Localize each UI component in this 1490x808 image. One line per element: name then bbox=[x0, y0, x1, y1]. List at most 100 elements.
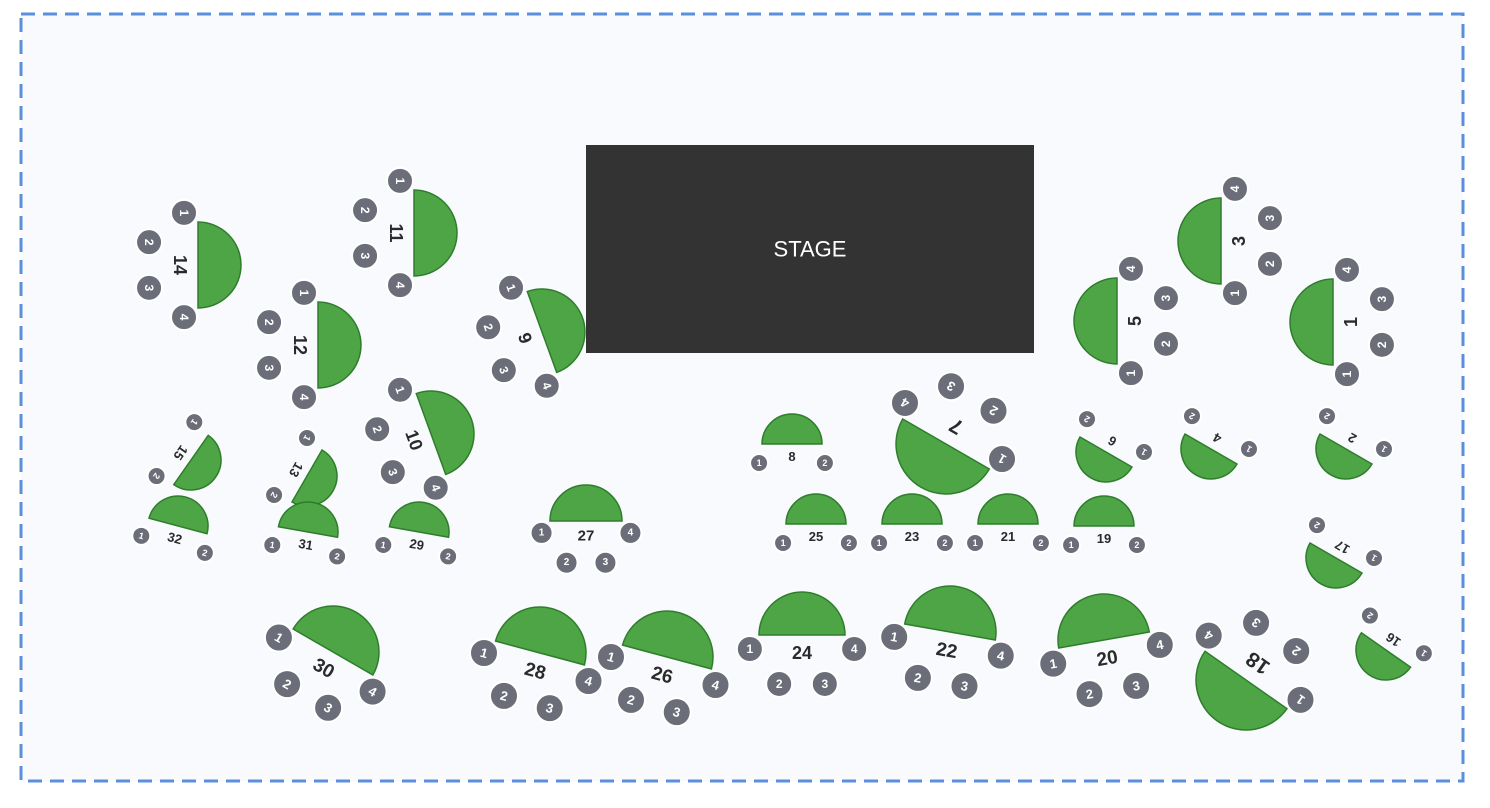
seat[interactable]: 1 bbox=[1332, 360, 1361, 389]
seat[interactable]: 4 bbox=[840, 634, 869, 663]
seat-circle[interactable] bbox=[978, 395, 1009, 426]
seat-circle[interactable] bbox=[386, 375, 415, 404]
seat-circle[interactable] bbox=[661, 697, 692, 728]
seat-circle[interactable] bbox=[700, 670, 731, 700]
seat[interactable]: 2 bbox=[1182, 406, 1202, 427]
seat-circle[interactable] bbox=[378, 458, 407, 487]
seat-circle[interactable] bbox=[902, 662, 933, 693]
seat-circle[interactable] bbox=[532, 371, 561, 400]
seat[interactable]: 3 bbox=[661, 697, 692, 728]
seat[interactable]: 1 bbox=[1364, 548, 1384, 568]
seat[interactable]: 4 bbox=[532, 371, 561, 400]
seat[interactable]: 2 bbox=[438, 546, 459, 567]
seat-circle[interactable] bbox=[255, 308, 284, 337]
seat-circle[interactable] bbox=[1126, 535, 1147, 555]
seat-circle[interactable] bbox=[1182, 406, 1202, 427]
seat-circle[interactable] bbox=[497, 273, 526, 302]
seat[interactable]: 2 bbox=[1359, 605, 1380, 626]
seat[interactable]: 2 bbox=[327, 546, 348, 567]
seat-circle[interactable] bbox=[373, 534, 394, 555]
seat-circle[interactable] bbox=[1061, 535, 1082, 555]
seat-circle[interactable] bbox=[351, 241, 380, 270]
seat[interactable]: 4 bbox=[1220, 174, 1249, 203]
seat[interactable]: 1 bbox=[469, 638, 499, 668]
seat[interactable]: 1 bbox=[1239, 439, 1259, 459]
seat-circle[interactable] bbox=[936, 371, 967, 402]
seat-circle[interactable] bbox=[1367, 330, 1396, 359]
seat[interactable]: 2 bbox=[489, 680, 520, 711]
seat-circle[interactable] bbox=[1332, 360, 1361, 389]
table-shape[interactable] bbox=[903, 585, 997, 641]
table-shape[interactable] bbox=[494, 606, 587, 666]
seat[interactable]: 4 bbox=[290, 383, 319, 412]
seat-circle[interactable] bbox=[1255, 204, 1284, 233]
table-shape[interactable] bbox=[1305, 541, 1364, 589]
seat-circle[interactable] bbox=[135, 273, 164, 302]
seat-circle[interactable] bbox=[616, 684, 647, 715]
seat-circle[interactable] bbox=[1121, 670, 1152, 701]
seat[interactable]: 2 bbox=[363, 415, 392, 444]
seat[interactable]: 1 bbox=[869, 533, 890, 553]
seat[interactable]: 2 bbox=[135, 228, 164, 257]
seat-circle[interactable] bbox=[1317, 406, 1337, 427]
seat[interactable]: 3 bbox=[1121, 670, 1152, 701]
seat-circle[interactable] bbox=[814, 453, 835, 473]
seat-circle[interactable] bbox=[1144, 629, 1175, 660]
seat-circle[interactable] bbox=[135, 228, 164, 257]
seat-circle[interactable] bbox=[869, 533, 890, 553]
seat[interactable]: 3 bbox=[378, 458, 407, 487]
seat[interactable]: 4 bbox=[618, 520, 643, 545]
seat[interactable]: 1 bbox=[1061, 535, 1082, 555]
seat[interactable]: 4 bbox=[1193, 620, 1224, 651]
seat-circle[interactable] bbox=[363, 415, 392, 444]
table-shape[interactable] bbox=[1289, 278, 1334, 366]
seat[interactable]: 4 bbox=[1116, 254, 1145, 283]
seat[interactable]: 1 bbox=[987, 444, 1018, 475]
seat-circle[interactable] bbox=[529, 520, 554, 545]
seat[interactable]: 4 bbox=[357, 676, 388, 707]
seat-circle[interactable] bbox=[1030, 533, 1051, 553]
seat-circle[interactable] bbox=[1367, 285, 1396, 314]
table-shape[interactable] bbox=[549, 484, 623, 522]
seat[interactable]: 3 bbox=[936, 371, 967, 402]
table-shape[interactable] bbox=[1315, 432, 1374, 480]
seat-circle[interactable] bbox=[987, 444, 1018, 475]
seat[interactable]: 4 bbox=[1332, 255, 1361, 284]
seat[interactable]: 3 bbox=[489, 356, 518, 385]
seat-circle[interactable] bbox=[1220, 279, 1249, 308]
table-shape[interactable] bbox=[388, 501, 450, 539]
seat-circle[interactable] bbox=[264, 485, 285, 505]
seat-circle[interactable] bbox=[438, 546, 459, 567]
seat[interactable]: 2 bbox=[1367, 330, 1396, 359]
table-shape[interactable] bbox=[1057, 593, 1151, 649]
seat-circle[interactable] bbox=[1255, 249, 1284, 278]
seat-circle[interactable] bbox=[357, 676, 388, 707]
seat-circle[interactable] bbox=[1116, 254, 1145, 283]
seat[interactable]: 1 bbox=[749, 453, 770, 473]
table-shape[interactable] bbox=[292, 605, 380, 677]
seat-circle[interactable] bbox=[469, 638, 499, 668]
seat[interactable]: 2 bbox=[765, 669, 794, 698]
seat[interactable]: 2 bbox=[146, 466, 167, 487]
seat-circle[interactable] bbox=[1239, 439, 1259, 459]
seat[interactable]: 2 bbox=[351, 196, 380, 225]
seat[interactable]: 1 bbox=[131, 525, 152, 546]
seat-circle[interactable] bbox=[1374, 439, 1394, 459]
seat-circle[interactable] bbox=[272, 669, 303, 700]
seat[interactable]: 1 bbox=[297, 428, 317, 448]
seat[interactable]: 4 bbox=[985, 640, 1016, 671]
seat-circle[interactable] bbox=[1151, 284, 1180, 313]
seat[interactable]: 3 bbox=[810, 669, 839, 698]
seat-circle[interactable] bbox=[889, 387, 920, 418]
